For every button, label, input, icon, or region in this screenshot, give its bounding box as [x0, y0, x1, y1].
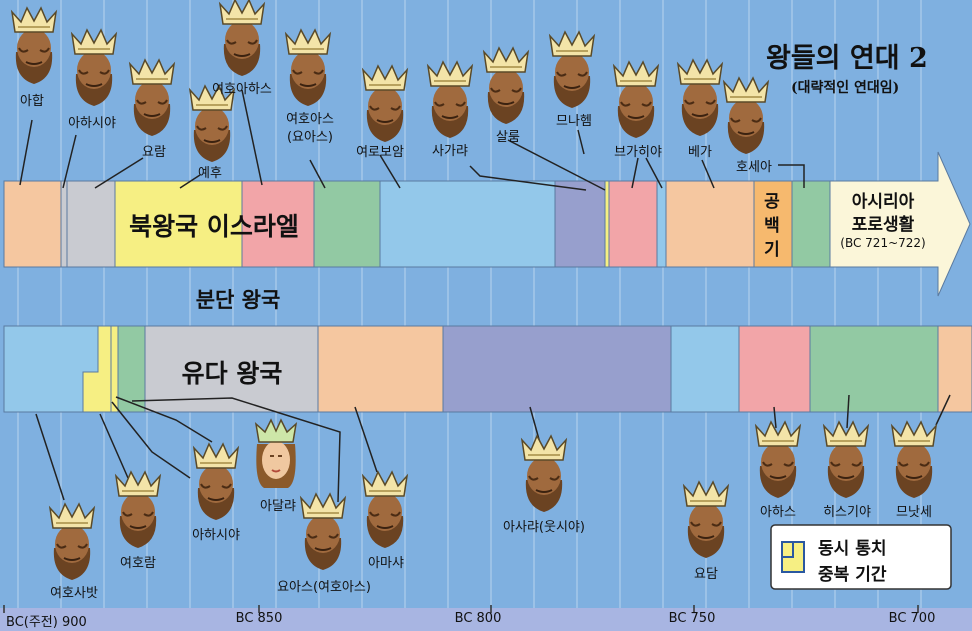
- king-label: 히스기야: [823, 505, 871, 520]
- king-label: 여호람: [120, 556, 156, 571]
- king-label: 여호아하스: [212, 82, 272, 97]
- north-kingdom-label: 북왕국 이스라엘: [129, 212, 299, 241]
- axis-label: BC(주전) 900: [6, 615, 87, 630]
- king-label: 요아스(여호아스): [277, 580, 371, 595]
- axis-band: [0, 608, 972, 631]
- king-label: 므낫세: [896, 505, 932, 520]
- axis-label: BC 750: [668, 611, 716, 626]
- king-label: 아하스: [760, 505, 796, 520]
- king-label: 아달랴: [260, 499, 296, 514]
- king-label: 요람: [142, 145, 166, 160]
- king-label: 아마샤: [368, 556, 404, 571]
- south-kingdom-bar: [3, 325, 972, 413]
- king-label: 여로보암: [356, 145, 404, 160]
- exile-label: 포로생활: [851, 215, 915, 235]
- exile-label: (BC 721~722): [840, 236, 926, 250]
- divided-kingdom-label: 분단 왕국: [195, 287, 281, 312]
- king-label: 예후: [198, 166, 222, 181]
- king-label: 아하시야: [68, 116, 116, 131]
- south-kingdom-label: 유다 왕국: [181, 359, 283, 388]
- leader-lines: [19, 89, 951, 503]
- page-title: 왕들의 연대 2: [766, 43, 928, 74]
- king-label: 여호아스: [286, 112, 334, 127]
- king-label: 살룸: [496, 130, 520, 145]
- king-label: 여호사밧: [50, 586, 98, 601]
- king-label: 므나헴: [556, 114, 592, 129]
- king-label: 아사랴(웃시야): [503, 520, 585, 535]
- north-kingdom-bar: [3, 151, 971, 297]
- king-label: 브가히야: [614, 145, 662, 160]
- gap-period-label: 기: [764, 240, 780, 260]
- axis-label: BC 700: [888, 611, 936, 626]
- exile-label: 아시리아: [851, 192, 915, 212]
- king-label: 베가: [688, 145, 712, 160]
- king-label: 호세아: [736, 160, 772, 175]
- king-label: 요담: [694, 567, 718, 582]
- king-label: 아하시야: [192, 528, 240, 543]
- gap-period-label: 백: [764, 216, 780, 236]
- page-subtitle: (대략적인 연대임): [791, 80, 900, 96]
- legend-box: [770, 524, 952, 590]
- axis-label: BC 850: [235, 611, 283, 626]
- king-label: 사가랴: [432, 144, 468, 159]
- legend-label: 중복 기간: [818, 565, 887, 585]
- axis-label: BC 800: [454, 611, 502, 626]
- king-label: 아합: [20, 94, 44, 109]
- king-label: (요아스): [286, 130, 334, 145]
- gap-period-label: 공: [764, 192, 780, 212]
- axis-ticks: [3, 605, 919, 613]
- legend-label: 동시 통치: [818, 539, 887, 559]
